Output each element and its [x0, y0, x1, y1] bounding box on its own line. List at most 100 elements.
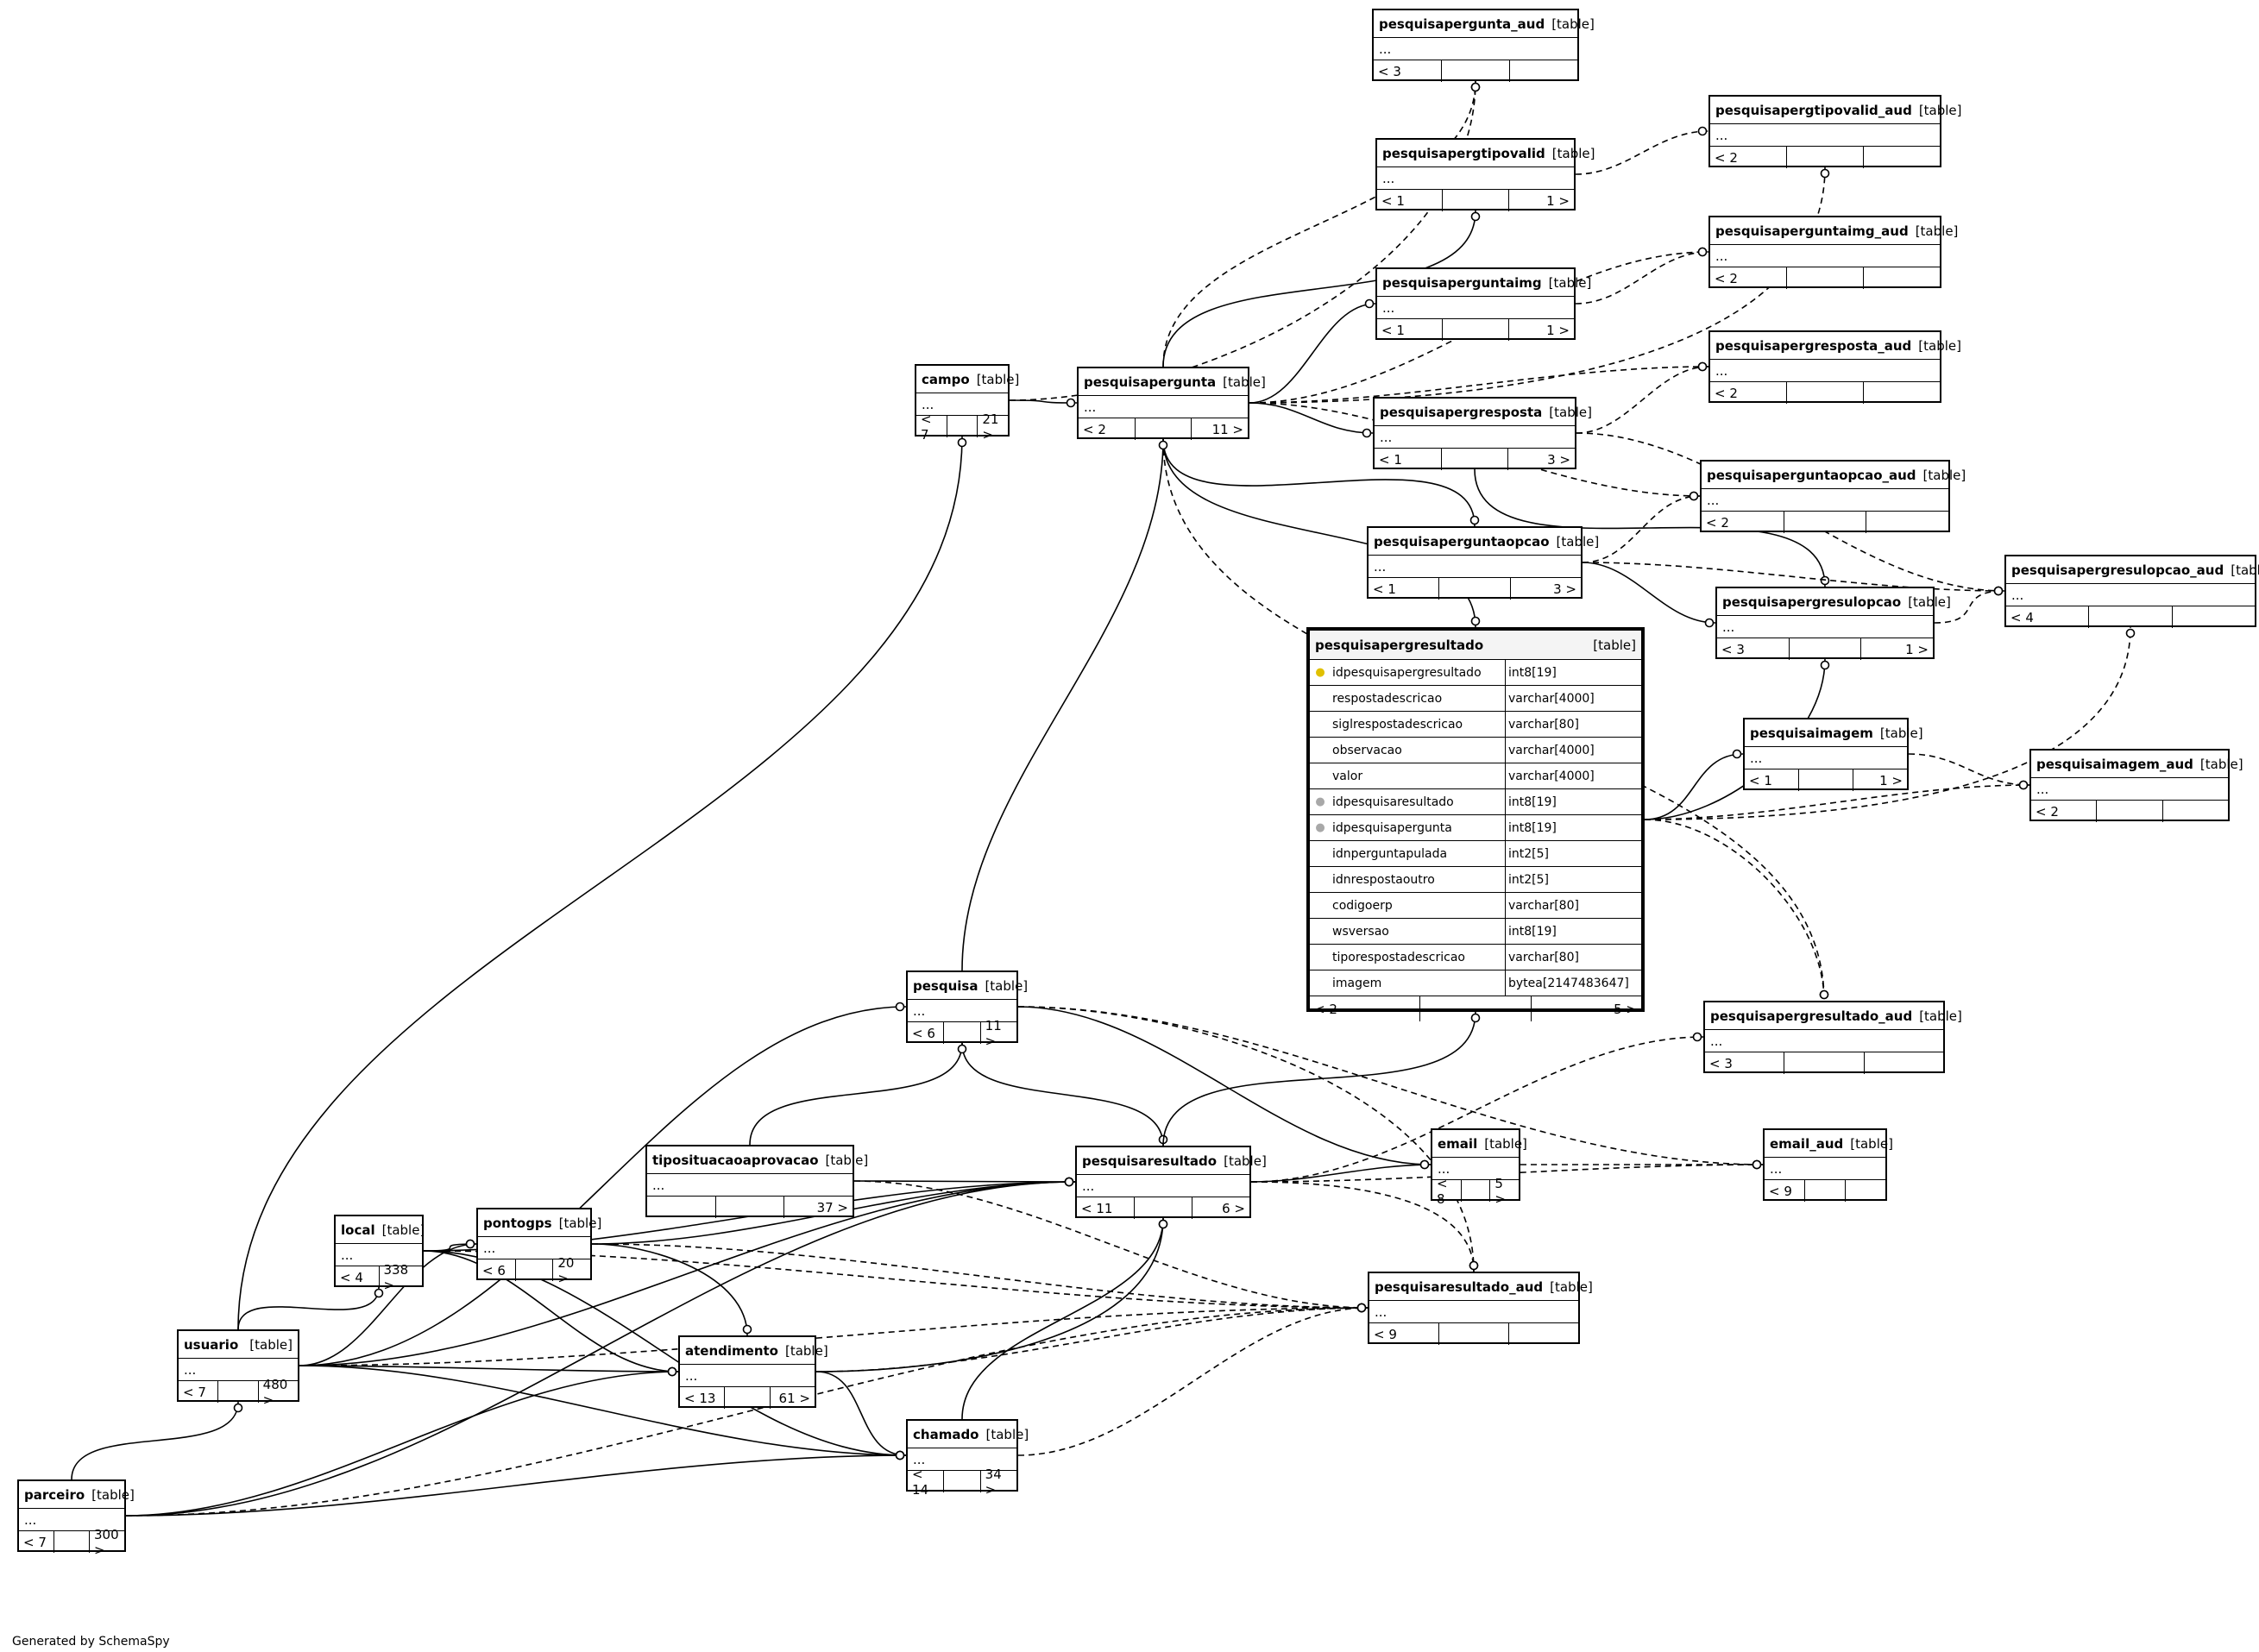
table-header: atendimento[table] — [680, 1337, 828, 1364]
table-header: pesquisaimagem_aud[table] — [2031, 751, 2243, 777]
footer-cell: 34 > — [979, 1467, 1016, 1498]
column-name: codigoerp — [1332, 898, 1393, 913]
column-name: imagem — [1332, 976, 1382, 990]
table-footer: < 2 — [1710, 146, 1940, 168]
column-type: int8[19] — [1508, 820, 1557, 835]
table-header: usuario[table] — [179, 1331, 298, 1358]
footer-cell: < 2 — [1715, 149, 1738, 166]
table-columns-collapsed: ... — [1702, 488, 1948, 511]
table-tiposituacaoaprovacao[interactable]: tiposituacaoaprovacao[table]...37 > — [645, 1145, 868, 1218]
optional-end-icon — [2125, 628, 2136, 638]
column-type: int8[19] — [1508, 924, 1557, 939]
optional-end-icon — [1470, 1013, 1481, 1023]
optional-end-icon — [1158, 1219, 1168, 1229]
footer-cell — [714, 1197, 784, 1218]
table-name: pesquisapergunta — [1084, 374, 1217, 390]
table-columns-collapsed: ... — [1710, 123, 1940, 146]
table-pesquisapergresultado_aud[interactable]: pesquisapergresultado_aud[table]...< 3 — [1703, 1001, 1962, 1074]
footer-cell: < 3 — [1378, 63, 1401, 79]
table-columns-collapsed: ... — [916, 393, 1008, 415]
relationship-line — [1249, 402, 1374, 434]
table-pesquisapergunta_aud[interactable]: pesquisapergunta_aud[table]...< 3 — [1372, 9, 1595, 82]
footer-cell — [1863, 147, 1940, 168]
table-name: pesquisapergresulopcao_aud — [2011, 562, 2224, 578]
relationship-line — [299, 1365, 907, 1456]
column-name: idnrespostaoutro — [1332, 872, 1435, 887]
table-email_aud[interactable]: email_aud[table]...< 9 — [1763, 1128, 1893, 1202]
table-pesquisapergresposta_aud[interactable]: pesquisapergresposta_aud[table]...< 2 — [1708, 330, 1961, 404]
relationship-line — [815, 1371, 907, 1456]
table-name: atendimento — [685, 1342, 778, 1359]
table-kind: [table] — [1879, 725, 1923, 741]
table-pesquisaperguntaimg_aud[interactable]: pesquisaperguntaimg_aud[table]...< 2 — [1708, 216, 1958, 289]
table-pesquisaresultado_aud[interactable]: pesquisaresultado_aud[table]...< 9 — [1368, 1272, 1593, 1345]
optional-end-icon — [1470, 211, 1481, 222]
footer-cell: < 6 — [482, 1262, 506, 1278]
table-header: pesquisaperguntaimg[table] — [1377, 269, 1591, 296]
footer-cell — [217, 1381, 257, 1403]
table-pesquisapergresulopcao_aud[interactable]: pesquisapergresulopcao_aud[table]...< 4 — [2004, 555, 2259, 628]
optional-end-icon — [1470, 616, 1481, 626]
table-header: pesquisaimagem[table] — [1745, 719, 1923, 746]
relationship-line — [423, 1250, 679, 1372]
table-columns-collapsed: ... — [1717, 615, 1933, 638]
table-columns-collapsed: ... — [2006, 583, 2255, 606]
table-name: pontogps — [483, 1215, 552, 1231]
relationship-line — [961, 1042, 1164, 1146]
footer-cell — [514, 1259, 553, 1281]
table-header: pesquisapergtipovalid[table] — [1377, 140, 1595, 166]
footer-cell — [1866, 512, 1948, 533]
table-pesquisaperguntaopcao_aud[interactable]: pesquisaperguntaopcao_aud[table]...< 2 — [1700, 460, 1966, 533]
optional-end-icon — [1692, 1032, 1702, 1042]
table-columns-collapsed: ... — [1369, 555, 1581, 577]
column-name: observacao — [1332, 743, 1402, 757]
table-name: pesquisapergresposta_aud — [1715, 337, 1912, 354]
relationship-line — [1474, 468, 1826, 587]
table-pesquisaimagem_aud[interactable]: pesquisaimagem_aud[table]...< 2 — [2029, 749, 2243, 822]
table-kind: [table] — [976, 371, 1020, 387]
footer-cell: 37 > — [783, 1197, 853, 1218]
relationship-line — [749, 1042, 963, 1146]
relationship-line — [1250, 1181, 1475, 1272]
table-pesquisapergtipovalid_aud[interactable]: pesquisapergtipovalid_aud[table]...< 2 — [1708, 95, 1962, 168]
footer-cell — [1441, 60, 1509, 82]
table-name: local — [341, 1222, 375, 1238]
column-type: bytea[2147483647] — [1508, 976, 1629, 990]
footer-cell — [1863, 382, 1940, 404]
footer-cell — [1442, 190, 1507, 211]
table-pesquisapergresultado[interactable]: pesquisapergresultado [table] ●idpesquis… — [1306, 627, 1645, 1021]
table-columns-collapsed: ... — [1745, 746, 1907, 769]
optional-end-icon — [895, 1002, 905, 1012]
footer-cell: 3 > — [1507, 449, 1575, 470]
footer-cell: 20 > — [552, 1255, 590, 1286]
table-header: pesquisapergresposta_aud[table] — [1710, 332, 1961, 359]
table-header: pesquisapergresultado [table] — [1310, 631, 1641, 659]
relationship-line — [815, 1217, 1164, 1372]
relationship-line — [1162, 80, 1476, 367]
table-footer: < 6 20 > — [478, 1255, 590, 1286]
table-header: pesquisapergresulopcao_aud[table] — [2006, 556, 2259, 583]
column-name-cell: valor — [1310, 763, 1506, 788]
